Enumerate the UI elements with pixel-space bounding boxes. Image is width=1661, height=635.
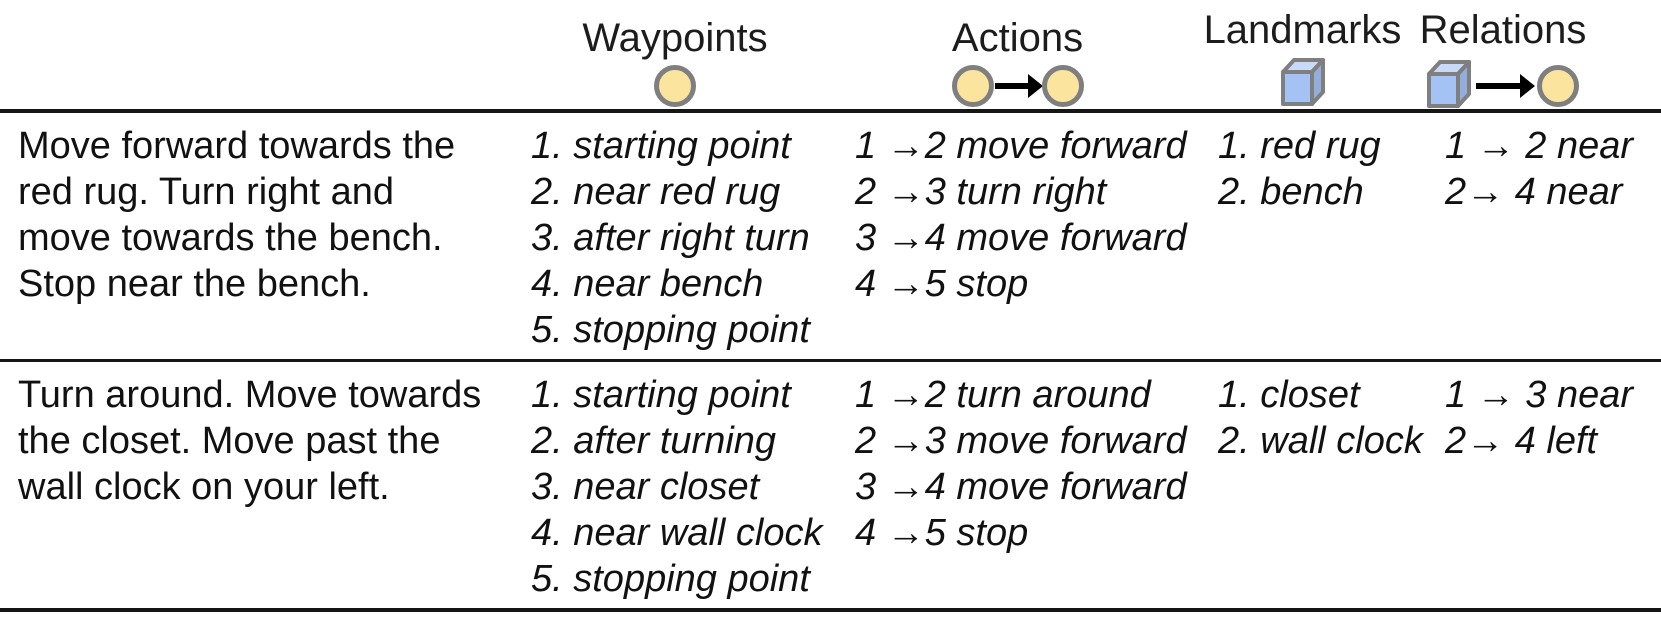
action-end-node-shape: [1041, 65, 1084, 107]
cube-arrow-circle-icon: [1427, 60, 1579, 108]
relation-item: 2→ 4 left: [1445, 420, 1598, 462]
landmark-item: 1. closet: [1218, 374, 1360, 416]
relation-item: 1 → 2 near: [1445, 125, 1633, 167]
landmark-item: 2. bench: [1218, 171, 1364, 213]
waypoint-icon: [652, 63, 698, 109]
action-item: 1 →2 turn around: [855, 374, 1151, 416]
table-row: Move forward towards the red rug. Turn r…: [0, 113, 1661, 362]
relations-cell: 1 → 2 near 2→ 4 near: [1435, 123, 1661, 353]
instruction-line: Move forward towards the: [18, 125, 456, 167]
action-transition-icon: [950, 63, 1086, 109]
table-header-row: Waypoints Actions Landmarks: [0, 0, 1661, 113]
waypoint-item: 4. near wall clock: [531, 512, 823, 554]
actions-cell: 1 →2 move forward 2 →3 turn right 3 →4 m…: [845, 123, 1210, 353]
instruction-cell: Move forward towards the red rug. Turn r…: [0, 123, 505, 353]
cube-front-face: [1280, 70, 1314, 106]
action-item: 4 →5 stop: [855, 512, 1029, 554]
waypoint-circle-icon: [654, 65, 696, 107]
instruction-line: the closet. Move past the: [18, 420, 441, 462]
action-item: 1 →2 move forward: [855, 125, 1187, 167]
cube-front-face: [1427, 72, 1460, 108]
waypoint-item: 2. near red rug: [531, 171, 781, 213]
landmarks-cell: 1. closet 2. wall clock: [1210, 372, 1435, 602]
relation-target-node-shape: [1537, 65, 1579, 107]
actions-header-label: Actions: [951, 16, 1084, 60]
action-item: 3 →4 move forward: [855, 466, 1187, 508]
waypoints-header-label: Waypoints: [582, 16, 768, 60]
waypoint-item: 2. after turning: [531, 420, 777, 462]
waypoints-cell: 1. starting point 2. near red rug 3. aft…: [505, 123, 845, 353]
relation-item: 1 → 3 near: [1445, 374, 1633, 416]
column-header-waypoints: Waypoints: [505, 16, 845, 109]
action-item: 2 →3 move forward: [855, 420, 1187, 462]
table-row: Turn around. Move towards the closet. Mo…: [0, 362, 1661, 612]
column-header-relations: Relations: [1420, 8, 1661, 109]
waypoint-item: 1. starting point: [531, 125, 791, 167]
landmark-item: 1. red rug: [1218, 125, 1381, 167]
actions-cell: 1 →2 turn around 2 →3 move forward 3 →4 …: [845, 372, 1210, 602]
instruction-line: move towards the bench.: [18, 217, 443, 259]
instruction-line: Turn around. Move towards: [18, 374, 482, 416]
relations-cell: 1 → 3 near 2→ 4 left: [1435, 372, 1661, 602]
waypoint-item: 4. near bench: [531, 263, 764, 305]
waypoints-cell: 1. starting point 2. after turning 3. ne…: [505, 372, 845, 602]
instruction-line: red rug. Turn right and: [18, 171, 394, 213]
relation-arrow-head: [1520, 74, 1535, 98]
waypoint-item: 5. stopping point: [531, 558, 810, 600]
relation-item: 2→ 4 near: [1445, 171, 1623, 213]
circle-arrow-circle-icon: [951, 65, 1084, 107]
waypoint-node-shape: [654, 65, 696, 107]
relations-header-label: Relations: [1419, 8, 1587, 52]
action-item: 2 →3 turn right: [855, 171, 1107, 213]
waypoint-item: 1. starting point: [531, 374, 791, 416]
action-start-node-shape: [951, 65, 994, 107]
instruction-line: Stop near the bench.: [18, 263, 371, 305]
column-header-actions: Actions: [845, 16, 1210, 109]
landmarks-cell: 1. red rug 2. bench: [1210, 123, 1435, 353]
relation-icon: [1424, 55, 1582, 109]
waypoint-item: 3. near closet: [531, 466, 760, 508]
blue-cube-icon: [1280, 58, 1325, 106]
action-arrow-head: [1027, 74, 1043, 98]
instruction-cell: Turn around. Move towards the closet. Mo…: [0, 372, 505, 602]
column-header-landmarks: Landmarks: [1204, 8, 1435, 109]
landmarks-header-label: Landmarks: [1203, 8, 1402, 52]
waypoint-item: 3. after right turn: [531, 217, 810, 259]
action-item: 4 →5 stop: [855, 263, 1029, 305]
waypoint-item: 5. stopping point: [531, 309, 810, 351]
instruction-line: wall clock on your left.: [18, 466, 390, 508]
landmark-item: 2. wall clock: [1218, 420, 1423, 462]
action-item: 3 →4 move forward: [855, 217, 1187, 259]
landmark-icon: [1278, 55, 1328, 109]
